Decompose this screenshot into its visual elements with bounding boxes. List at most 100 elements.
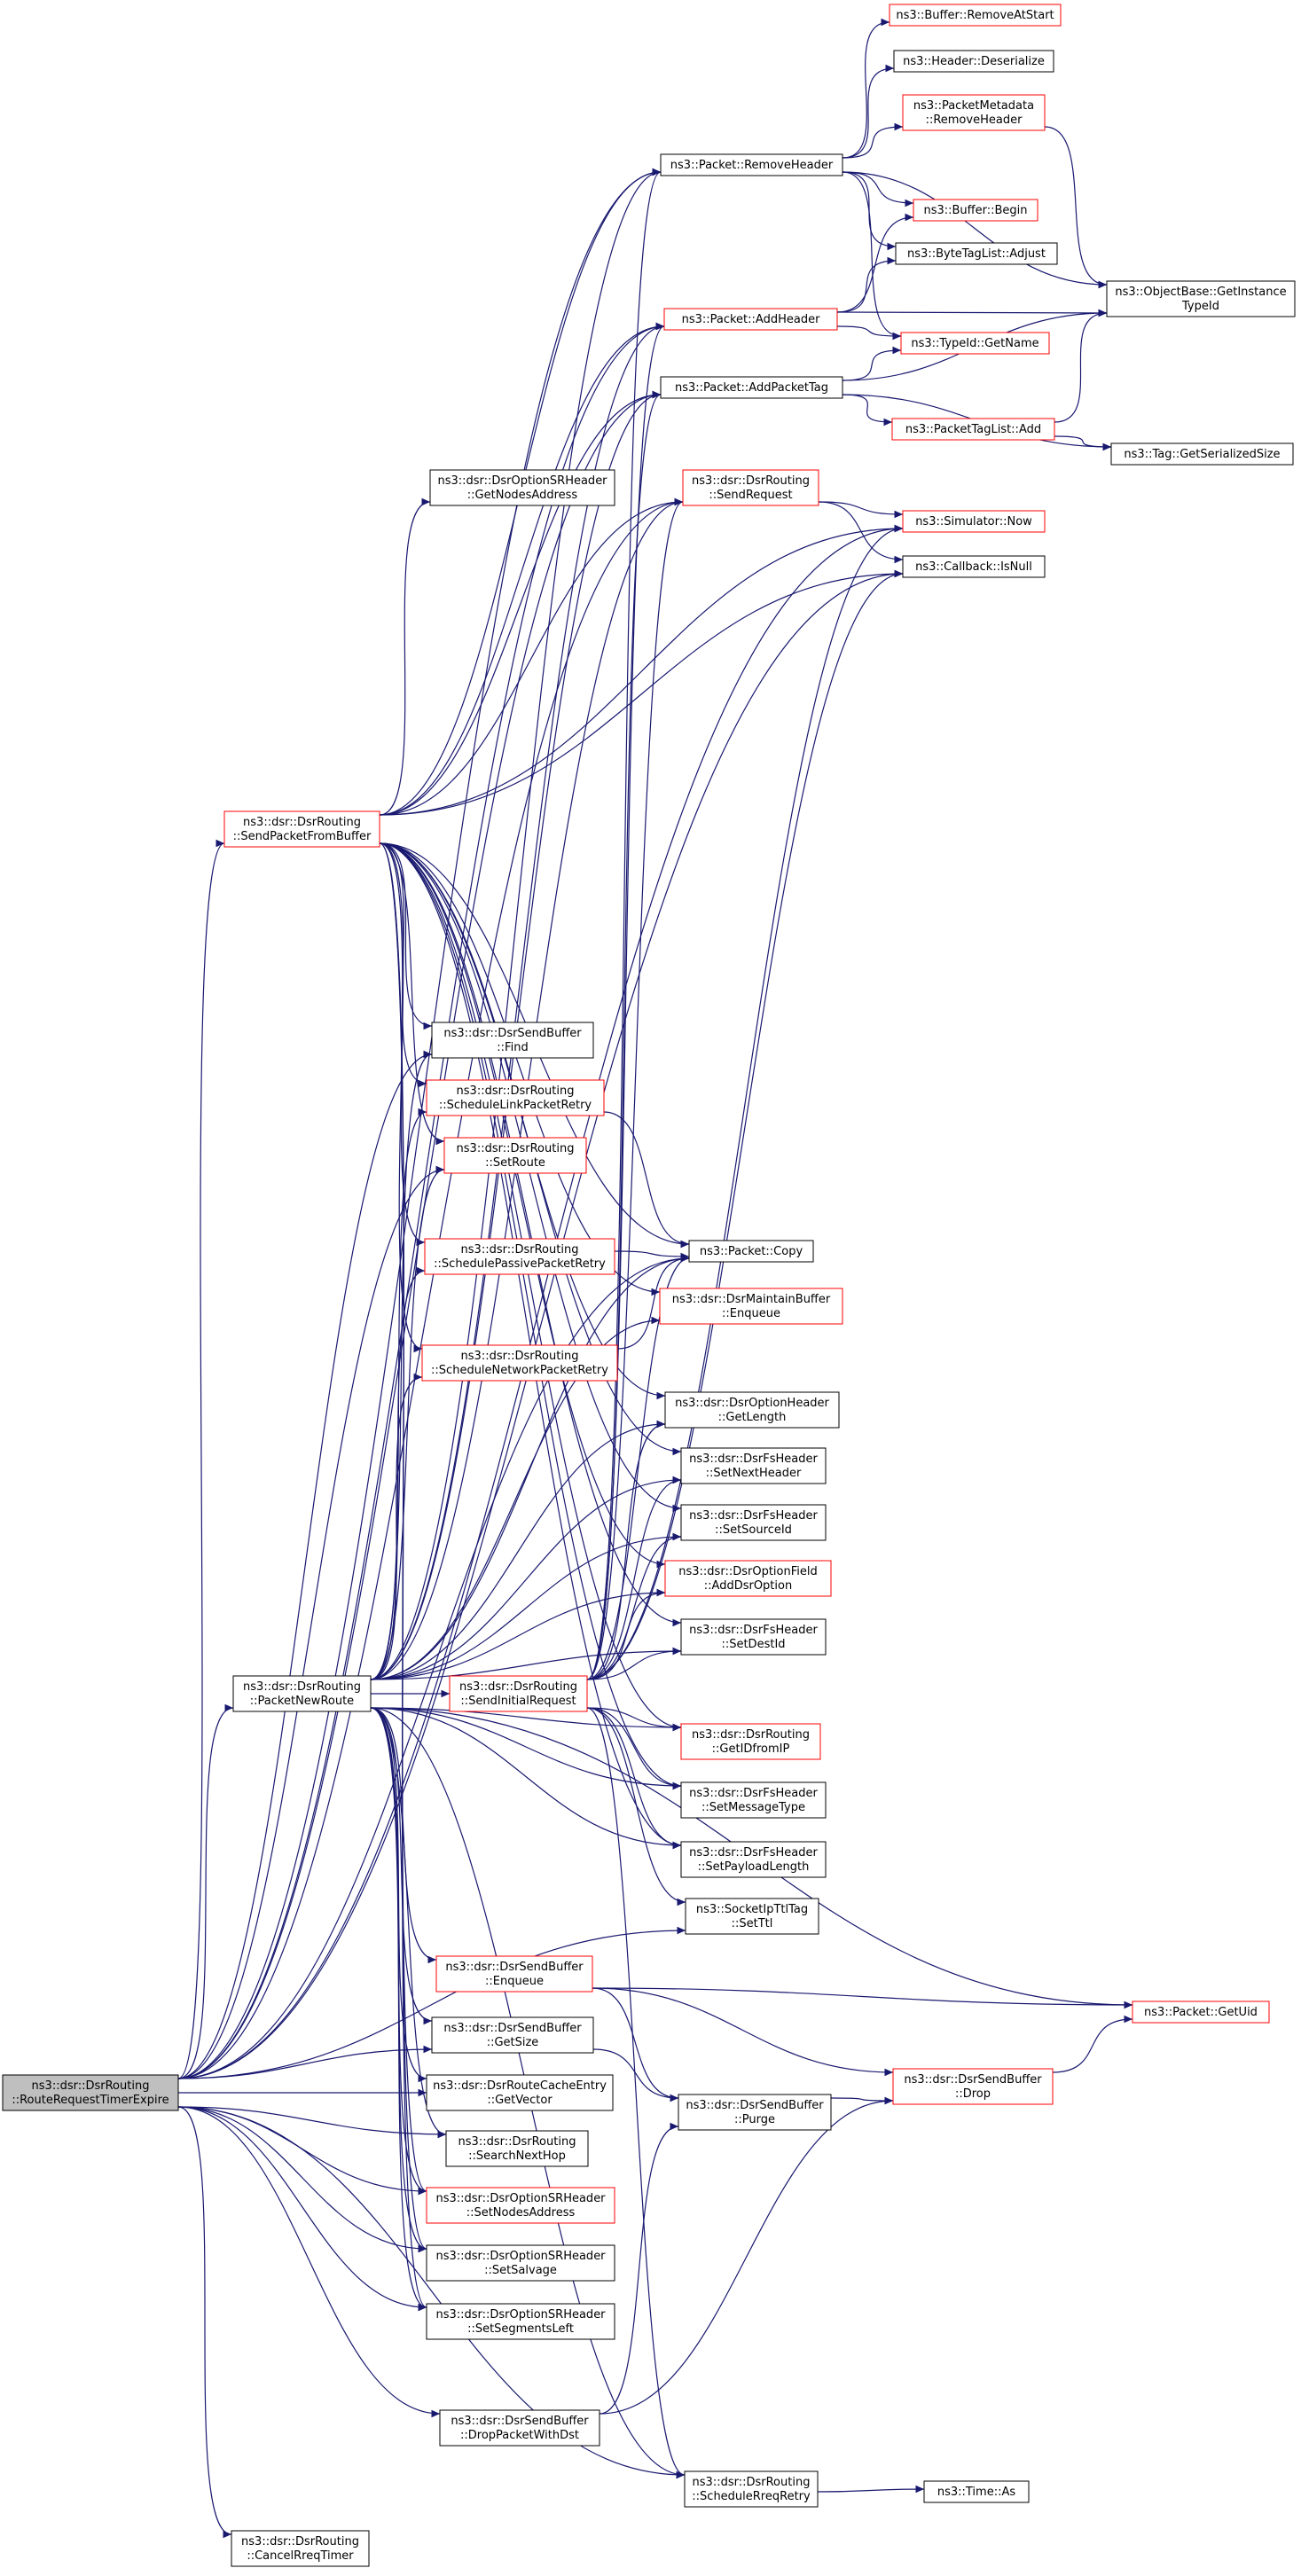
call-edge-schedNetRetry-to-pktCopy (616, 1254, 690, 1350)
node-getNodesAddress[interactable]: ns3::dsr::DsrOptionSRHeader::GetNodesAdd… (429, 469, 615, 506)
call-edge-sendInitReq-to-cbIsNull (586, 569, 904, 1680)
node-label-getIdFromIp-line-0: ns3::dsr::DsrRouting (692, 1728, 810, 1742)
node-sendInitReq[interactable]: ns3::dsr::DsrRouting::SendInitialRequest (449, 1675, 588, 1712)
node-label-ofAddDsrOption-line-0: ns3::dsr::DsrOptionField (678, 1565, 817, 1578)
node-label-fsSetDestId-line-1: ::SetDestId (721, 1638, 785, 1651)
node-pktAddHeader[interactable]: ns3::Packet::AddHeader (663, 308, 838, 331)
node-schedPassiveRetry[interactable]: ns3::dsr::DsrRouting::SchedulePassivePac… (424, 1238, 615, 1275)
node-sendRequest[interactable]: ns3::dsr::DsrRouting::SendRequest (682, 469, 819, 506)
node-box-schedRreqRetry (684, 2470, 819, 2508)
node-label-sbEnqueue-line-0: ns3::dsr::DsrSendBuffer (445, 1961, 584, 1974)
node-sendPktFromBuf[interactable]: ns3::dsr::DsrRouting::SendPacketFromBuff… (223, 810, 380, 848)
node-sbEnqueue[interactable]: ns3::dsr::DsrSendBuffer::Enqueue (435, 1955, 593, 1993)
node-schedRreqRetry[interactable]: ns3::dsr::DsrRouting::ScheduleRreqRetry (684, 2470, 819, 2508)
node-pktCopy[interactable]: ns3::Packet::Copy (688, 1240, 814, 1263)
node-typeIdGetName[interactable]: ns3::TypeId::GetName (900, 332, 1050, 355)
node-rrte[interactable]: ns3::dsr::DsrRouting::RouteRequestTimerE… (2, 2074, 179, 2111)
node-box-typeIdGetName (900, 332, 1050, 355)
call-edge-sendInitReq-to-pktAddHeader (586, 322, 665, 1680)
node-sbDrop[interactable]: ns3::dsr::DsrSendBuffer::Drop (892, 2068, 1054, 2105)
node-box-rceGetVector (426, 2074, 614, 2111)
node-pktNewRoute[interactable]: ns3::dsr::DsrRouting::PacketNewRoute (232, 1675, 372, 1712)
node-box-getIdFromIp (680, 1723, 821, 1760)
node-box-srSetNodesAddr (426, 2187, 615, 2224)
node-fsSetPayloadLen[interactable]: ns3::dsr::DsrFsHeader::SetPayloadLength (680, 1841, 827, 1878)
call-edge-pktRemoveHeader-to-bufBegin (842, 171, 914, 207)
node-tagGetSerSize[interactable]: ns3::Tag::GetSerializedSize (1110, 442, 1294, 466)
node-ofAddDsrOption[interactable]: ns3::dsr::DsrOptionField::AddDsrOption (664, 1560, 832, 1597)
node-ptlAdd[interactable]: ns3::PacketTagList::Add (891, 418, 1055, 441)
call-edge-pktNewRoute-to-ohGetLength (370, 1420, 666, 1680)
node-sbDropWithDst[interactable]: ns3::dsr::DsrSendBuffer::DropPacketWithD… (439, 2409, 600, 2447)
node-box-sbDropWithDst (439, 2409, 600, 2447)
node-cbIsNull[interactable]: ns3::Callback::IsNull (902, 555, 1046, 578)
node-box-fsSetNextHeader (680, 1447, 827, 1484)
node-getIdFromIp[interactable]: ns3::dsr::DsrRouting::GetIDfromIP (680, 1723, 821, 1760)
call-edge-pktAddHeader-to-bufBegin (836, 213, 914, 313)
node-label-pktAddPacketTag-line-0: ns3::Packet::AddPacketTag (675, 381, 828, 395)
call-edge-rrte-to-pktRemoveHeader (177, 168, 662, 2079)
node-hdrDeserialize[interactable]: ns3::Header::Deserialize (893, 50, 1054, 73)
node-cancelRreqTimer[interactable]: ns3::dsr::DsrRouting::CancelRreqTimer (231, 2530, 370, 2567)
node-fsSetSourceId[interactable]: ns3::dsr::DsrFsHeader::SetSourceId (680, 1504, 827, 1541)
call-edge-sendInitReq-to-fsSetDestId (586, 1647, 682, 1680)
node-label-sendInitReq-line-0: ns3::dsr::DsrRouting (459, 1680, 577, 1694)
node-label-pktAddHeader-line-0: ns3::Packet::AddHeader (682, 313, 820, 326)
call-edge-sendInitReq-to-pktRemoveHeader (586, 168, 662, 1680)
node-pmRemoveHeader[interactable]: ns3::PacketMetadata::RemoveHeader (902, 94, 1046, 131)
node-box-pktAddHeader (663, 308, 838, 331)
node-fsSetMsgType[interactable]: ns3::dsr::DsrFsHeader::SetMessageType (680, 1781, 827, 1819)
call-edge-schedLinkRetry-to-pktCopy (603, 1111, 690, 1249)
call-edge-rrte-to-pktAddHeader (177, 322, 665, 2079)
node-pktAddPacketTag[interactable]: ns3::Packet::AddPacketTag (660, 376, 843, 399)
node-bufBegin[interactable]: ns3::Buffer::Begin (913, 199, 1038, 222)
node-label-schedLinkRetry-line-1: ::ScheduleLinkPacketRetry (439, 1099, 592, 1112)
node-label-sbDropWithDst-line-0: ns3::dsr::DsrSendBuffer (451, 2415, 589, 2428)
call-edge-sbEnqueue-to-pktGetUid (592, 1987, 1133, 2009)
node-ohGetLength[interactable]: ns3::dsr::DsrOptionHeader::GetLength (664, 1391, 840, 1429)
node-pktRemoveHeader[interactable]: ns3::Packet::RemoveHeader (660, 153, 843, 176)
node-label-pktNewRoute-line-0: ns3::dsr::DsrRouting (243, 1680, 361, 1694)
node-srSetSalvage[interactable]: ns3::dsr::DsrOptionSRHeader::SetSalvage (426, 2244, 615, 2282)
node-srSetSegLeft[interactable]: ns3::dsr::DsrOptionSRHeader::SetSegments… (426, 2303, 615, 2340)
call-edge-sendInitReq-to-pktCopy (586, 1254, 690, 1680)
call-edge-sendPktFromBuf-to-cbIsNull (379, 569, 904, 816)
call-edge-sendPktFromBuf-to-pktAddHeader (379, 322, 665, 816)
node-srSetNodesAddr[interactable]: ns3::dsr::DsrOptionSRHeader::SetNodesAdd… (426, 2187, 615, 2224)
call-edge-pktNewRoute-to-getIdFromIp (370, 1707, 682, 1732)
node-sbPurge[interactable]: ns3::dsr::DsrSendBuffer::Purge (678, 2094, 832, 2131)
node-mbEnqueue[interactable]: ns3::dsr::DsrMaintainBuffer::Enqueue (659, 1288, 843, 1325)
call-edge-sendPktFromBuf-to-fsSetMsgType (379, 842, 682, 1790)
node-removeAtStart[interactable]: ns3::Buffer::RemoveAtStart (889, 4, 1062, 27)
node-searchNextHop[interactable]: ns3::dsr::DsrRouting::SearchNextHop (445, 2130, 589, 2167)
call-edge-rrte-to-sbGetSize (177, 2045, 433, 2079)
node-fsSetNextHeader[interactable]: ns3::dsr::DsrFsHeader::SetNextHeader (680, 1447, 827, 1484)
node-rceGetVector[interactable]: ns3::dsr::DsrRouteCacheEntry::GetVector (426, 2074, 614, 2111)
call-edge-rrte-to-sbDropWithDst (177, 2106, 441, 2418)
call-edge-pktRemoveHeader-to-getInstanceTypeId (842, 171, 1108, 289)
node-label-btlAdjust-line-0: ns3::ByteTagList::Adjust (907, 247, 1046, 261)
call-edge-sendPktFromBuf-to-fsSetDestId (379, 842, 682, 1627)
node-pktGetUid[interactable]: ns3::Packet::GetUid (1132, 2001, 1270, 2024)
node-schedNetRetry[interactable]: ns3::dsr::DsrRouting::ScheduleNetworkPac… (421, 1344, 618, 1382)
node-label-searchNextHop-line-0: ns3::dsr::DsrRouting (458, 2135, 576, 2149)
node-label-sendRequest-line-1: ::SendRequest (709, 489, 792, 502)
node-sbGetSize[interactable]: ns3::dsr::DsrSendBuffer::GetSize (431, 2016, 594, 2054)
node-sockSetTtl[interactable]: ns3::SocketIpTtlTag::SetTtl (685, 1898, 819, 1935)
node-schedLinkRetry[interactable]: ns3::dsr::DsrRouting::ScheduleLinkPacket… (426, 1079, 605, 1116)
node-box-pmRemoveHeader (902, 94, 1046, 131)
node-box-sbFind (431, 1022, 594, 1059)
node-box-ohGetLength (664, 1391, 840, 1429)
call-edge-pktNewRoute-to-schedPassiveRetry (370, 1266, 426, 1680)
node-label-tagGetSerSize-line-0: ns3::Tag::GetSerializedSize (1124, 448, 1280, 461)
node-box-bufBegin (913, 199, 1038, 222)
node-setRoute[interactable]: ns3::dsr::DsrRouting::SetRoute (443, 1137, 587, 1174)
node-timeAs[interactable]: ns3::Time::As (923, 2480, 1030, 2503)
node-label-sbPurge-line-0: ns3::dsr::DsrSendBuffer (686, 2099, 824, 2112)
node-label-srSetSegLeft-line-0: ns3::dsr::DsrOptionSRHeader (435, 2308, 606, 2322)
node-fsSetDestId[interactable]: ns3::dsr::DsrFsHeader::SetDestId (680, 1618, 827, 1656)
node-simNow[interactable]: ns3::Simulator::Now (902, 510, 1046, 533)
node-sbFind[interactable]: ns3::dsr::DsrSendBuffer::Find (431, 1022, 594, 1059)
node-btlAdjust[interactable]: ns3::ByteTagList::Adjust (895, 242, 1058, 265)
